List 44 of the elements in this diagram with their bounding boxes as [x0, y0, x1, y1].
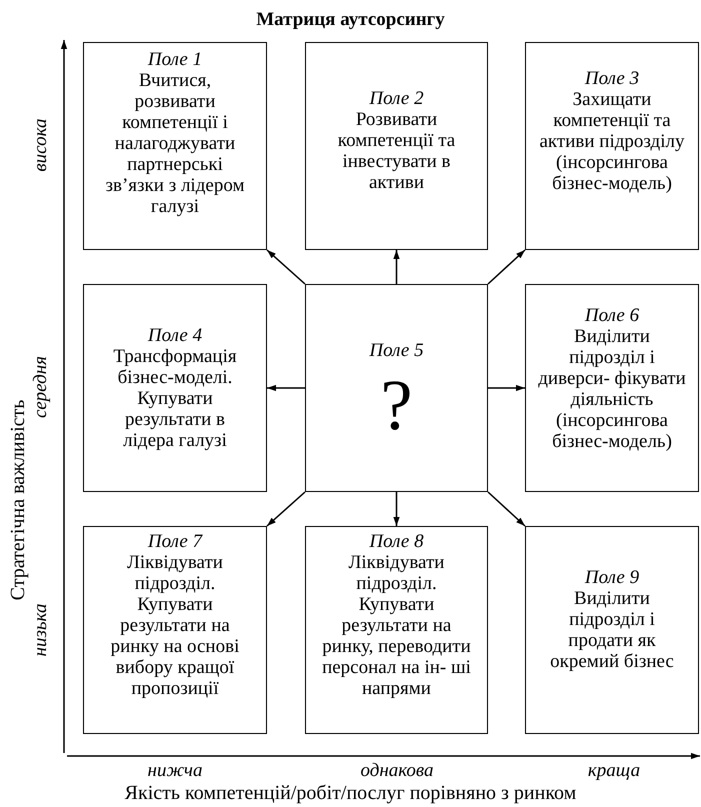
arrow [393, 492, 400, 526]
field-heading: Поле 1 [148, 49, 202, 70]
diagram-title: Матриця аутсорсингу [255, 8, 446, 32]
field-heading: Поле 8 [369, 531, 424, 552]
field-heading: Поле 3 [584, 68, 640, 89]
arrow [266, 249, 306, 285]
field-description: Трансформація бізнес-моделі. Купувати результати в лідера галузі [112, 346, 238, 451]
matrix-field-box [525, 284, 699, 492]
matrix-field-box [83, 284, 267, 492]
matrix-field-box [83, 526, 267, 734]
arrow [267, 384, 305, 392]
axis-level-label: висока [30, 118, 52, 172]
axis-title: Якість компетенцій/робіт/послуг порівняно з ринком [124, 781, 578, 805]
field-description: Ліквідувати підрозділ. Купувати результати на ринку, переводити персонал на ін- ші напрями [322, 552, 472, 699]
axis-level-label: краща [588, 760, 640, 782]
matrix-field-box [83, 42, 267, 250]
axis-level-label: середня [30, 356, 52, 418]
arrow [266, 491, 306, 527]
question-mark: ? [380, 365, 412, 445]
arrow [488, 491, 526, 527]
axis-level-label: однакова [360, 760, 434, 782]
matrix-field-box [305, 42, 488, 250]
field-description: Вчитися, розвивати компетенції і налагоджувати партнерські зв’язки з лідером галузі [104, 70, 246, 217]
field-description: Ліквідувати підрозділ. Купувати результати на ринку на основі вибору кращої пропозиції [110, 552, 240, 699]
axis-title: Стратегічна важливість [7, 400, 29, 600]
arrow [393, 250, 400, 284]
matrix-field-box [305, 284, 488, 492]
field-heading: Поле 2 [369, 88, 424, 109]
arrow [488, 249, 526, 285]
matrix-field-box [305, 526, 488, 734]
axis-level-label: нижча [148, 760, 202, 782]
axis-level-label: низька [30, 604, 52, 656]
field-heading: Поле 7 [148, 531, 202, 552]
matrix-field-box [525, 526, 699, 734]
field-heading: Поле 9 [584, 567, 640, 588]
field-heading: Поле 6 [584, 305, 640, 326]
field-description: Виділити підрозділ і продати як окремий бізнес [549, 588, 675, 672]
field-description: Виділити підрозділ і диверси- фікувати діяльність (інсорсингова бізнес-модель) [537, 326, 687, 452]
matrix-field-box [525, 42, 699, 250]
arrow [488, 384, 525, 392]
field-heading: Поле 4 [148, 325, 202, 346]
field-heading: Поле 5 [369, 340, 424, 361]
field-description: Розвивати компетенції та інвестувати в активи [336, 109, 456, 193]
field-description: Захищати компетенції та активи підрозділу (інсорсингова бізнес-модель) [538, 89, 686, 194]
